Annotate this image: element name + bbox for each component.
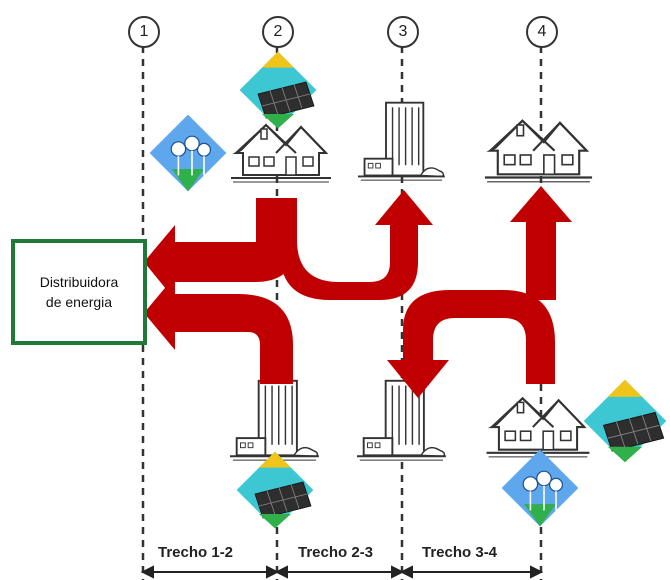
node-number-3: 3 <box>387 16 419 48</box>
arrow-node4-up <box>510 186 572 300</box>
arrow-node4-to-node3 <box>387 290 555 398</box>
node-number-1: 1 <box>128 16 160 48</box>
arrow-bottom-node2-to-distributor <box>144 276 293 384</box>
segment-label-1-2: Trecho 1-2 <box>158 544 234 561</box>
building-icon <box>356 101 446 182</box>
node-number-2: 2 <box>262 16 294 48</box>
distributor-label-line1: Distribuidora <box>39 274 119 290</box>
wind-turbine-icon <box>500 448 580 528</box>
energy-distributor-box: Distribuidora de energia <box>11 239 147 345</box>
bottom-elements <box>228 379 667 529</box>
top-elements <box>148 51 594 193</box>
house-icon <box>229 123 333 184</box>
distributor-label-line2: de energia <box>45 294 113 310</box>
solar-panel-icon <box>239 51 317 129</box>
solar-panel-icon <box>236 451 314 529</box>
wind-turbine-icon <box>148 113 228 193</box>
node-number-4: 4 <box>526 16 558 48</box>
flow-arrows <box>144 186 572 398</box>
segment-label-3-4: Trecho 3-4 <box>422 544 498 561</box>
segment-arrows <box>140 565 544 579</box>
house-icon <box>485 397 591 459</box>
arrow-node2-to-node3 <box>280 190 433 300</box>
house-icon <box>483 119 594 184</box>
building-icon <box>228 379 320 462</box>
building-icon <box>355 379 447 462</box>
arrow-node2-to-distributor <box>144 198 297 300</box>
segment-label-2-3: Trecho 2-3 <box>298 544 374 561</box>
solar-panel-icon <box>583 379 667 463</box>
